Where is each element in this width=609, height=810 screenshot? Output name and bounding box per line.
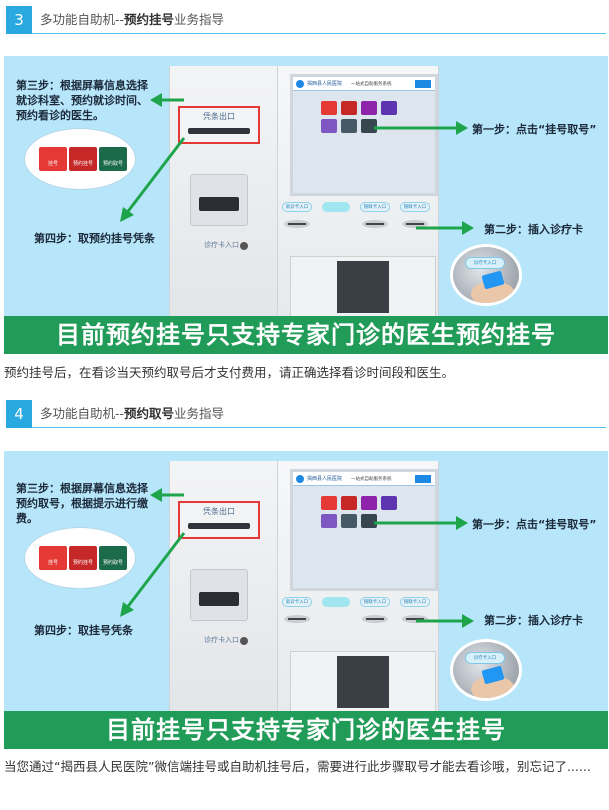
section-title: 多功能自助机--预约挂号业务指导 [40,12,225,27]
printer-module [190,174,248,226]
step1-text: 第一步：点击“挂号取号” [472,123,597,136]
section-number: 4 [6,400,32,428]
card-insert-lens: 诊疗卡入口 [450,244,522,306]
notice-banner: 目前预约挂号只支持专家门诊的医生预约挂号 [4,316,608,354]
cash-module [290,256,436,318]
section-number: 3 [6,6,32,34]
caption-3: 预约挂号后，在看诊当天预约取号后才支付费用，请正确选择看诊时间段和医生。 [4,365,455,380]
kiosk-illustration: 凭条出口 诊疗卡入口 揭西县人民医院一站式自助服务系统 [169,66,439,318]
step2-text: 第二步：插入诊疗卡 [484,614,583,627]
guide-panel-4: 凭条出口 诊疗卡入口 揭西县人民医院一站式自助服务系统 [4,451,608,749]
cash-module [290,651,436,713]
receipt-slot-highlight: 凭条出口 [178,106,260,144]
kiosk-screen: 揭西县人民医院一站式自助服务系统 [290,469,438,591]
menu-zoom-bubble: 挂号 预约挂号 预约取号 [24,128,136,190]
kiosk-screen: 揭西县人民医院一站式自助服务系统 [290,74,438,196]
register-tile-icon [321,496,337,510]
step4-text: 第四步：取挂号凭条 [34,624,133,637]
card-readers: 就诊卡入口 银联卡入口 银联卡入口 [282,202,434,238]
receipt-slot-highlight: 凭条出口 [178,501,260,539]
kiosk-illustration: 凭条出口 诊疗卡入口 揭西县人民医院一站式自助服务系统 [169,461,439,713]
guide-panel-3: 凭条出口 诊疗卡入口 揭西县人民医院一站式自助服务系统 [4,56,608,354]
card-insert-lens: 诊疗卡入口 [450,639,522,701]
step3-text: 第三步：根据屏幕信息选择就诊科室、预约就诊时间、预约看诊的医生。 [16,79,148,122]
notice-banner: 目前挂号只支持专家门诊的医生挂号 [4,711,608,749]
kiosk-right-column: 揭西县人民医院一站式自助服务系统 就诊卡入口 银联卡入口 银联卡入口 [278,461,438,713]
step4-text: 第四步：取预约挂号凭条 [34,232,155,245]
kiosk-left-column: 凭条出口 诊疗卡入口 [170,461,278,711]
printer-module [190,569,248,621]
kiosk-right-column: 揭西县人民医院一站式自助服务系统 就诊卡入口 银联卡入口 银联卡入口 [278,66,438,318]
step1-text: 第一步：点击“挂号取号” [472,518,597,531]
menu-zoom-bubble: 挂号 预约挂号 预约取号 [24,527,136,589]
kiosk-left-column: 凭条出口 诊疗卡入口 [170,66,278,316]
section-header-4: 4 多功能自助机--预约取号业务指导 [6,400,606,428]
section-header-3: 3 多功能自助机--预约挂号业务指导 [6,6,606,34]
section-title: 多功能自助机--预约取号业务指导 [40,406,225,421]
step2-text: 第二步：插入诊疗卡 [484,223,583,236]
register-tile-icon [321,101,337,115]
step3-text: 第三步：根据屏幕信息选择预约取号，根据提示进行缴费。 [16,482,148,525]
caption-4: 当您通过“揭西县人民医院”微信端挂号或自助机挂号后，需要进行此步骤取号才能去看诊… [4,759,591,774]
card-readers: 就诊卡入口 银联卡入口 银联卡入口 [282,597,434,633]
